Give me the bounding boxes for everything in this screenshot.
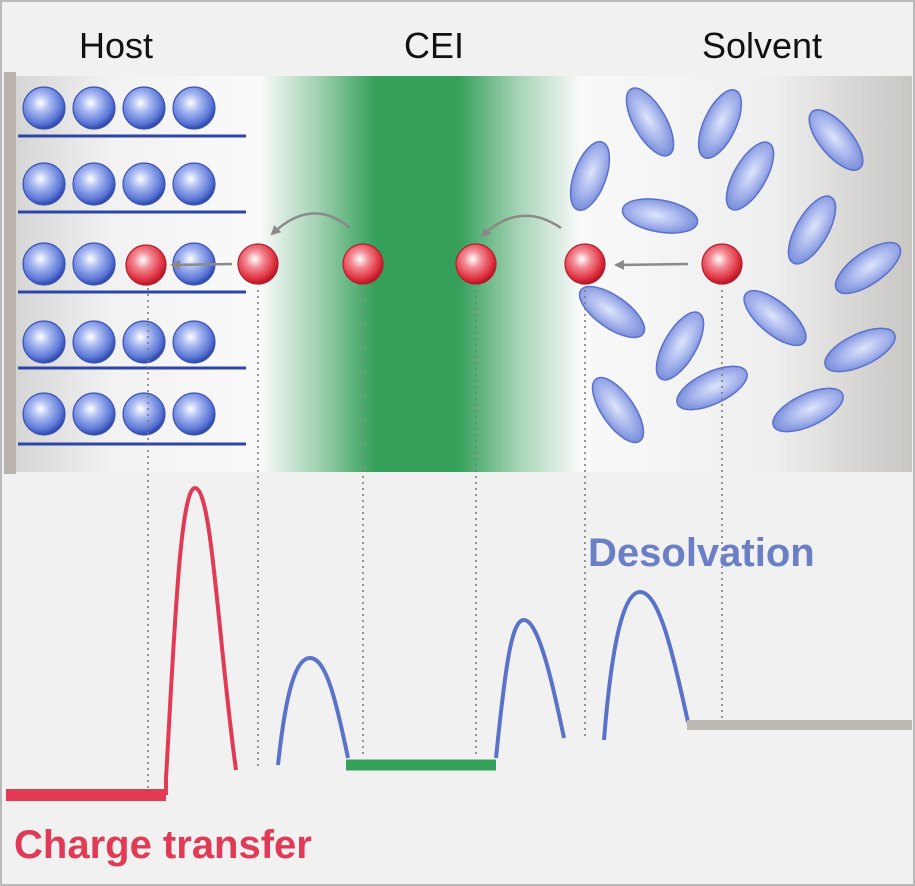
solvent-molecule-icon [621, 198, 699, 234]
solvent-molecule-icon [725, 141, 775, 211]
host-atom-icon [172, 392, 216, 436]
host-atom-icon [72, 162, 116, 206]
solvent-molecule-icon [834, 241, 902, 295]
host-atom-icon [72, 392, 116, 436]
migration-arrows [170, 212, 689, 270]
solvent-molecule-icon [625, 87, 675, 157]
arrow-into-cei [480, 214, 562, 238]
host-atom-icon [122, 162, 166, 206]
energy-profile [6, 486, 912, 801]
solvent-molecule-icon [676, 365, 748, 411]
host-atom-icon [72, 242, 116, 286]
host-atom-icon [122, 86, 166, 130]
solvent-molecule-icon [591, 376, 645, 444]
arrow-through-cei [270, 212, 351, 236]
solvent-molecule-icon [578, 285, 646, 339]
solvent-molecules [569, 87, 902, 444]
host-atom-icon [72, 320, 116, 364]
host-atom-icon [72, 86, 116, 130]
solvent-molecule-icon [772, 387, 844, 433]
host-atom-icon [122, 392, 166, 436]
arrow-into-host [170, 259, 233, 270]
lithium-ion-icon [125, 244, 167, 286]
host-atom-icon [22, 162, 66, 206]
solvent-molecule-icon [569, 140, 611, 212]
current-collector [4, 72, 16, 474]
host-atom-icon [172, 320, 216, 364]
lithium-ions [125, 243, 743, 286]
host-atom-icon [22, 86, 66, 130]
lithium-ion-icon [455, 243, 497, 285]
lithium-ion-icon [701, 243, 743, 285]
lithium-ion-icon [237, 243, 279, 285]
cei-layer [260, 76, 580, 472]
charge-transfer-label: Charge transfer [14, 823, 312, 867]
solvent-molecule-icon [824, 327, 896, 373]
solvent-molecule-icon [697, 89, 743, 159]
host-atom-icon [122, 320, 166, 364]
profile-charge-transfer-barrier [164, 486, 238, 795]
cei-label: CEI [404, 25, 464, 66]
host-label: Host [79, 25, 153, 66]
solvent-molecule-icon [808, 109, 864, 171]
host-atom-icon [22, 320, 66, 364]
drop-lines [147, 288, 723, 790]
solvent-label: Solvent [702, 25, 822, 66]
profile-desolvation-barrier [602, 590, 690, 741]
host-atom-icon [22, 392, 66, 436]
host-atom-icon [172, 86, 216, 130]
solvent-molecule-icon [743, 289, 807, 347]
profile-cei-entry-barrier [276, 656, 350, 766]
profile-cei-exit-barrier [494, 618, 566, 759]
solvent-molecule-icon [655, 311, 705, 381]
lithium-ion-icon [342, 243, 384, 285]
desolvation-label: Desolvation [588, 531, 815, 575]
host-lattice [18, 86, 246, 446]
solvent-molecule-icon [787, 195, 837, 265]
host-atom-icon [172, 162, 216, 206]
host-atom-icon [22, 242, 66, 286]
arrow-desolvation [614, 259, 689, 270]
lithium-ion-icon [564, 243, 606, 285]
